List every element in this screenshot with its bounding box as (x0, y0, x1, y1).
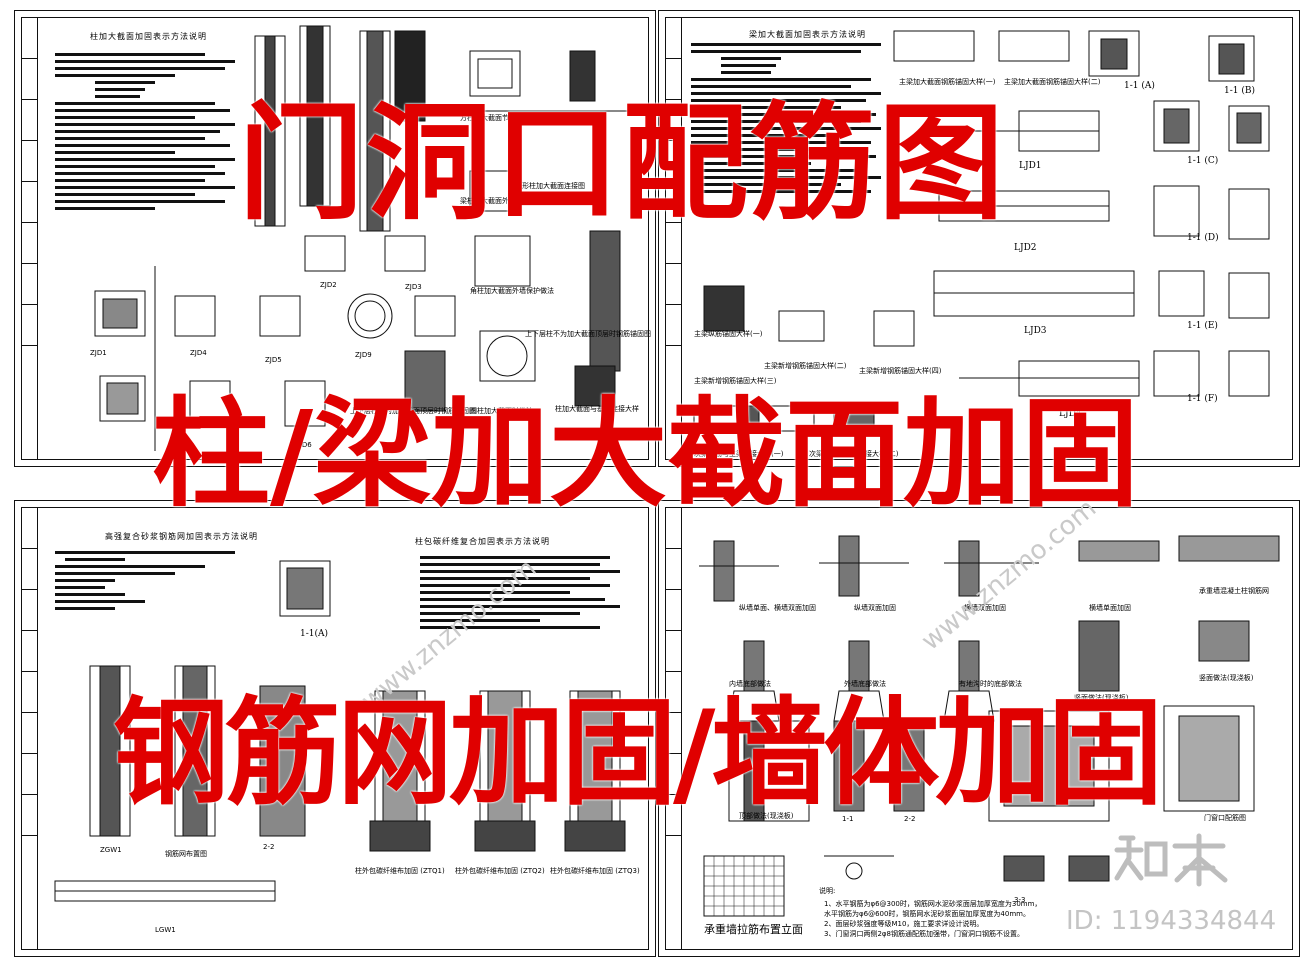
drawing-frame (37, 17, 649, 460)
label-ljd1: LJD1 (1019, 161, 1042, 171)
label-wall-1: 纵墙单面、横墙双面加固 (739, 604, 816, 612)
title-strip (665, 17, 682, 460)
notes-block (691, 43, 891, 197)
drawing-frame (681, 17, 1293, 460)
label-section-f: 1-1 (F) (1187, 394, 1218, 404)
notes-block (55, 53, 240, 214)
sheet-column-enlargement: 柱加大截面加固表示方法说明 方柱加大截面节点区做法 圆形柱 (14, 10, 656, 467)
drawing-frame (37, 507, 649, 950)
label-vertical-1: 竖面做法(现浇板) (1074, 694, 1129, 702)
label-section-c: 1-1 (C) (1187, 156, 1219, 166)
label-trench-base: 有地沟时的底部做法 (959, 680, 1022, 688)
label-secondary-1: 次梁纵筋与主梁连接大样(一) (694, 450, 784, 458)
label-mesh-layout: 钢筋网布置图 (165, 850, 207, 858)
title-strip (21, 17, 38, 460)
label-upper-anchor-1: 上下层柱不为加大截面顶层时钢筋锚固图 (525, 330, 651, 338)
label-main-beam-2: 主梁加大截面钢筋锚固大样(二) (1004, 78, 1101, 86)
note-line-2: 水平钢筋为φ6@600时，钢筋网水泥砂浆面层加厚宽度为40mm。 (824, 910, 1030, 918)
label-anchor-1: 主梁纵筋锚固大样(一) (694, 330, 763, 338)
label-zjd3: ZJD3 (405, 283, 422, 291)
label-ztq2: 柱外包碳纤维布加固 (ZTQ2) (455, 867, 545, 875)
label-vertical-2: 竖面做法(现浇板) (1199, 674, 1254, 682)
label-zjd2: ZJD2 (320, 281, 337, 289)
label-round-col: 圆柱加大截面时做法 (470, 407, 533, 415)
label-outer-base: 外墙底部做法 (844, 680, 886, 688)
overlay-title-column-beam: 柱/梁加大截面加固 (152, 384, 1140, 523)
image-id: ID: 1194334844 (1066, 906, 1277, 936)
label-main-beam-1: 主梁加大截面钢筋锚固大样(一) (899, 78, 996, 86)
label-ljd3: LJD3 (1024, 326, 1047, 336)
label-top: 顶部做法(现浇板) (739, 812, 794, 820)
label-wall-2: 纵墙双面加固 (854, 604, 896, 612)
label-jd-node: 方柱加大截面节点区做法 (460, 114, 537, 122)
label-section-3-3: 3-3 (1014, 896, 1026, 904)
sheet-mesh-reinforcement: 高强复合砂浆钢筋网加固表示方法说明 柱包碳纤维复合加固表示方法说明 1-1(A)… (14, 500, 656, 957)
label-section-e: 1-1 (E) (1187, 321, 1218, 331)
label-upper-anchor-2: 上下层柱不为加大截面顶层时钢筋锚固图 (350, 407, 476, 415)
label-wall-5: 承重墙混凝土柱钢筋网 (1199, 587, 1269, 595)
label-section-a: 1-1 (A) (1124, 81, 1155, 91)
label-section-2-2: 2-2 (904, 815, 916, 823)
label-section-1a: 1-1(A) (300, 629, 329, 639)
label-door-opening: 门窗口配筋图 (1204, 814, 1246, 822)
label-notes-heading: 说明: (819, 887, 836, 895)
label-zjd5: ZJD5 (265, 356, 282, 364)
label-section-2-2: 2-2 (263, 843, 275, 851)
sheet-wall-reinforcement: 纵墙单面、横墙双面加固 纵墙双面加固 横墙双面加固 横墙单面加固 承重墙混凝土柱… (658, 500, 1300, 957)
label-corner-col: 角柱加大截面外墙保护做法 (470, 287, 554, 295)
title-strip (665, 507, 682, 950)
note-line-1: 1、水平钢筋为φ6@300时，钢筋网水泥砂浆面层加厚宽度为30mm， (824, 900, 1042, 908)
label-zjd4: ZJD4 (190, 349, 207, 357)
sheet-title: 梁加大截面加固表示方法说明 (749, 30, 866, 39)
note-line-4: 3、门窗洞口两侧2φ8钢筋通配筋加强带，门窗洞口钢筋不设置。 (824, 930, 1024, 938)
label-lgw1: LGW1 (155, 926, 176, 934)
sheet-beam-enlargement: 梁加大截面加固表示方法说明 主梁加大截面钢筋锚固大样(一) 主梁加大截面钢筋锚固… (658, 10, 1300, 467)
overlay-title-door-opening: 门洞口配筋图 (238, 89, 1006, 237)
label-ljd2: LJD2 (1014, 243, 1037, 253)
label-section-1-1: 1-1 (842, 815, 854, 823)
overlay-title-mesh-wall: 钢筋网加固/墙体加固 (113, 685, 1163, 821)
label-section-d: 1-1 (D) (1187, 233, 1219, 243)
sheet-title: 柱加大截面加固表示方法说明 (90, 32, 207, 41)
label-foundation: 柱加大截面与基础连接大样 (555, 405, 639, 413)
beam-details-drawing (693, 30, 1270, 432)
notes-block-2 (420, 556, 620, 633)
label-zgw1: ZGW1 (100, 846, 122, 854)
sheet-title: 高强复合砂浆钢筋网加固表示方法说明 (105, 532, 258, 541)
label-anchor-2: 主梁新增钢筋锚固大样(二) (764, 362, 847, 370)
notes-block (55, 551, 255, 614)
brand-logo (1114, 833, 1228, 887)
title-strip (21, 507, 38, 950)
note-line-3: 2、面层砂浆强度等级M10，施工要求详设计说明。 (824, 920, 984, 928)
label-section-b: 1-1 (B) (1224, 86, 1255, 96)
label-wall-4: 横墙单面加固 (1089, 604, 1131, 612)
label-ztq1: 柱外包碳纤维布加固 (ZTQ1) (355, 867, 445, 875)
label-ljd4: LJD4 (1059, 409, 1082, 419)
label-circle-col: 圆形柱加大截面连接图 (515, 182, 585, 190)
drawing-frame (681, 507, 1293, 950)
label-zjd6: ZJD6 (295, 441, 312, 449)
wall-details-drawing (699, 535, 1280, 917)
label-wall-3: 横墙双面加固 (964, 604, 1006, 612)
label-zjd1: ZJD1 (90, 349, 107, 357)
label-ztq3: 柱外包碳纤维布加固 (ZTQ3) (550, 867, 640, 875)
column-details-drawing (94, 25, 635, 451)
label-anchor-4: 主梁新增钢筋锚固大样(四) (859, 367, 942, 375)
label-zjd9: ZJD9 (355, 351, 372, 359)
label-secondary-2: 次梁纵筋与主梁连接大样(二) (809, 450, 899, 458)
label-beam-col: 梁柱加大截面外墙保护做法 (460, 197, 544, 205)
label-tie-layout: 承重墙拉筋布置立面 (704, 923, 803, 936)
label-inner-base: 内墙底部做法 (729, 680, 771, 688)
label-anchor-3: 主梁新增钢筋锚固大样(三) (694, 377, 777, 385)
sheet-title-2: 柱包碳纤维复合加固表示方法说明 (415, 537, 550, 546)
mesh-details-drawing (54, 560, 626, 902)
